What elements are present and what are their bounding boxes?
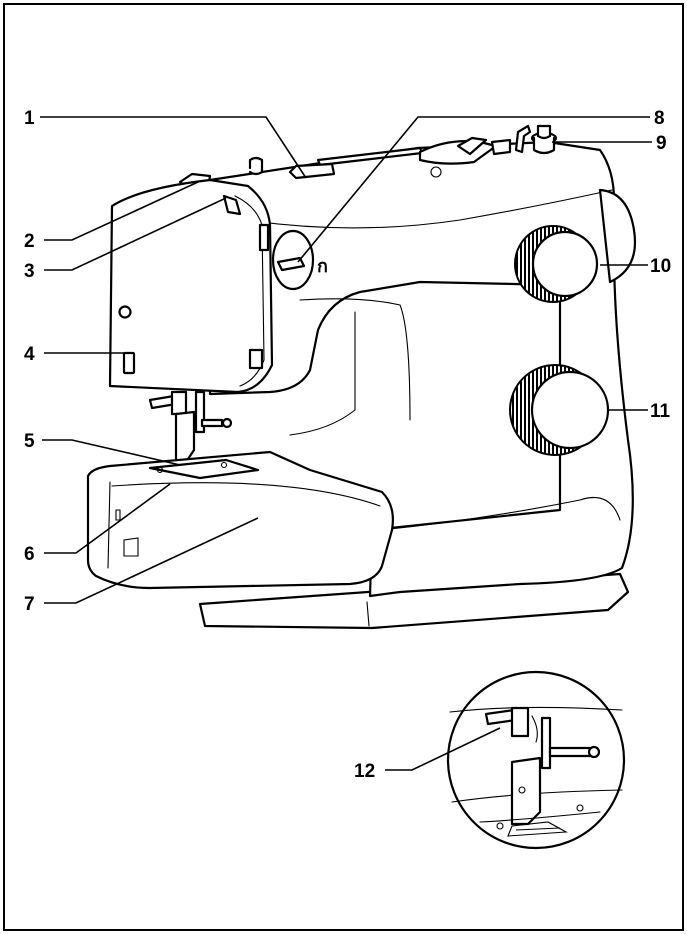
label-11: 11 <box>650 401 671 422</box>
label-7: 7 <box>24 594 35 615</box>
label-6: 6 <box>24 544 35 565</box>
leader-5 <box>42 439 181 466</box>
label-8: 8 <box>654 108 665 129</box>
label-12: 12 <box>354 761 375 782</box>
leader-8 <box>297 116 650 263</box>
label-1: 1 <box>24 108 35 129</box>
handwheel <box>598 188 636 284</box>
label-10: 10 <box>650 256 671 277</box>
leader-2 <box>44 181 199 241</box>
leader-12 <box>385 727 501 771</box>
needle-area <box>148 390 233 475</box>
leader-lines <box>40 116 652 771</box>
label-9: 9 <box>656 133 667 154</box>
leader-7 <box>44 517 259 604</box>
machine-base <box>198 572 630 630</box>
free-arm-table <box>86 450 394 590</box>
dial-lower <box>509 364 610 456</box>
leader-6 <box>44 483 171 554</box>
machine-top <box>178 124 558 192</box>
callout-labels: 1 2 3 4 5 6 7 8 9 10 11 12 <box>24 108 671 782</box>
label-4: 4 <box>24 344 35 365</box>
label-5: 5 <box>24 431 35 452</box>
leader-1 <box>40 116 307 179</box>
label-2: 2 <box>24 231 35 252</box>
label-3: 3 <box>24 261 35 282</box>
reverse-symbol: ก <box>317 256 328 276</box>
inset-detail <box>446 670 626 850</box>
stitch-selector: ก <box>271 229 328 291</box>
leader-3 <box>44 197 227 271</box>
dial-upper <box>514 225 599 303</box>
